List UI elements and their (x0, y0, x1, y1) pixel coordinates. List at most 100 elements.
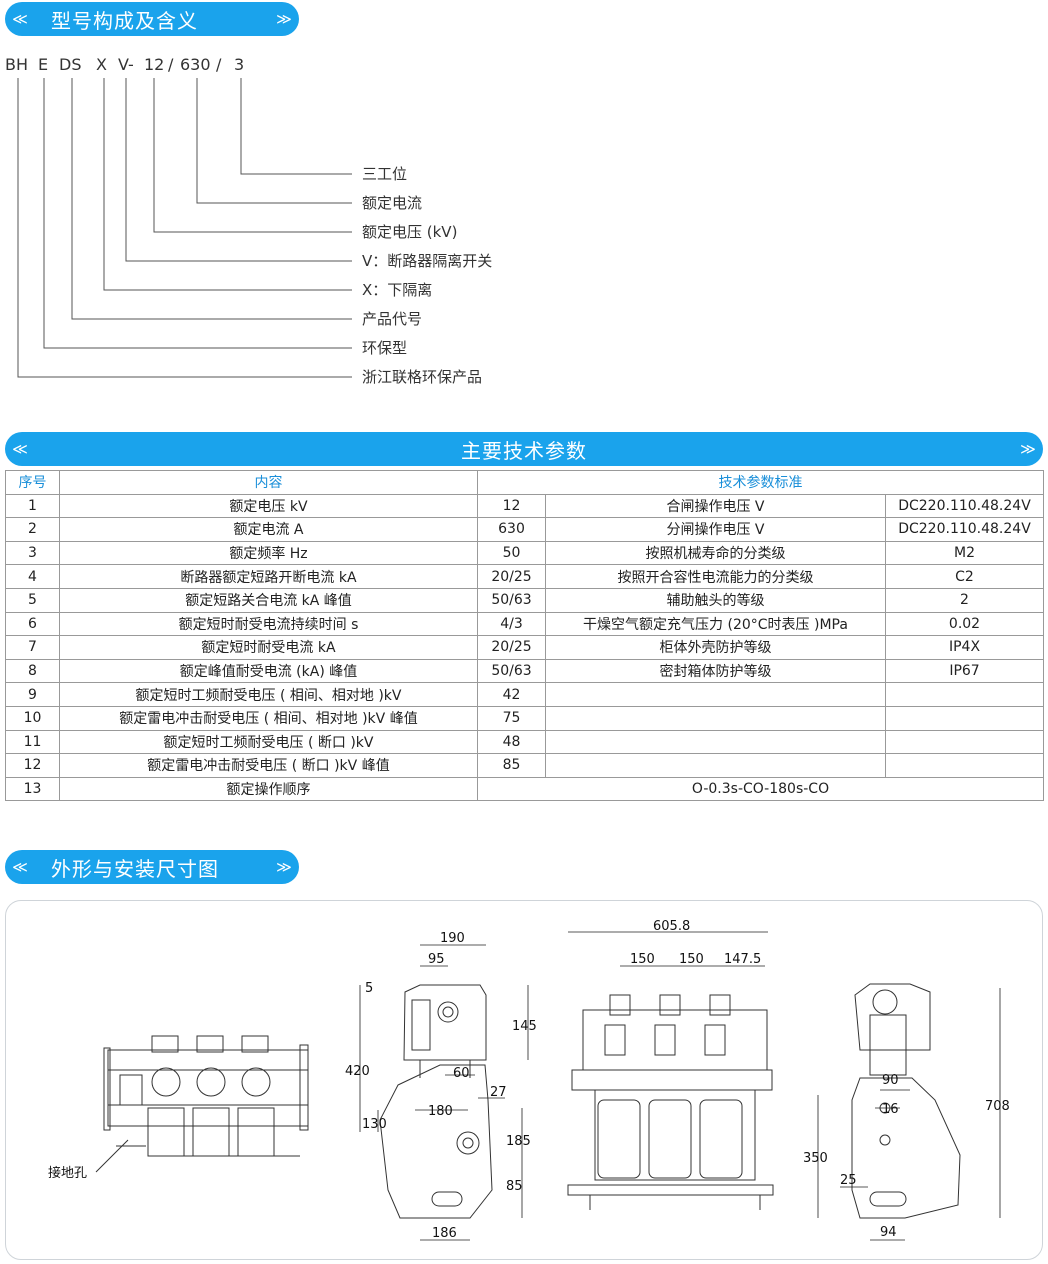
table-cell-value2 (884, 705, 1045, 731)
code-meaning: 环保型 (362, 339, 407, 357)
table-cell-value: 48 (477, 729, 546, 755)
chevron-left-icon: ≪ (12, 440, 28, 458)
table-cell-value2 (884, 682, 1045, 707)
table-cell-value: 75 (477, 705, 546, 731)
ground-hole-label: 接地孔 (48, 1165, 87, 1181)
dim-label: 16 (882, 1102, 899, 1117)
dim-label: 150 (630, 952, 655, 967)
table-cell-item2: 辅助触头的等级 (545, 587, 886, 613)
dim-label: 27 (490, 1085, 507, 1100)
chevron-left-icon: ≪ (12, 858, 28, 876)
section-title: 外形与安装尺寸图 (51, 856, 219, 881)
section-header-model: ≪ 型号构成及含义 ≫ (5, 2, 299, 36)
table-cell-item2: 密封箱体防护等级 (545, 658, 886, 684)
code-part: 630 (180, 55, 211, 74)
table-cell-item2: 合闸操作电压 V (545, 493, 886, 519)
table-cell-value2 (884, 729, 1045, 755)
header-content: 内容 (59, 470, 478, 495)
table-cell-item2 (545, 753, 886, 778)
table-cell-value: O-0.3s-CO-180s-CO (476, 776, 1045, 802)
table-cell-value: 4/3 (477, 611, 546, 637)
table-cell-item2: 干燥空气额定充气压力 (20°C时表压 )MPa (545, 611, 886, 637)
table-cell-value2: 2 (884, 587, 1045, 613)
table-cell-no: 2 (5, 517, 60, 542)
section-title: 主要技术参数 (461, 438, 587, 463)
table-cell-item: 额定操作顺序 (59, 776, 478, 802)
section-header-params: ≪ 主要技术参数 ≫ (5, 432, 1043, 466)
table-cell-no: 12 (5, 753, 60, 778)
dim-label: 350 (803, 1151, 828, 1166)
side-view (379, 984, 493, 1219)
code-part: 12 (144, 55, 164, 74)
table-cell-value: 85 (477, 753, 546, 778)
code-part: / (216, 55, 222, 74)
section-header-dimensions: ≪ 外形与安装尺寸图 ≫ (5, 850, 299, 884)
table-cell-value: 42 (477, 682, 546, 707)
code-part: V- (118, 55, 134, 74)
table-cell-no: 1 (5, 493, 60, 519)
chevron-left-icon: ≪ (12, 10, 28, 28)
table-cell-item: 额定短路关合电流 kA 峰值 (59, 587, 478, 613)
dim-label: 95 (428, 952, 445, 967)
perspective-view (95, 1035, 309, 1173)
table-cell-item: 额定雷电冲击耐受电压 ( 相间、相对地 )kV 峰值 (59, 705, 478, 731)
table-cell-item2 (545, 705, 886, 731)
table-cell-value2: M2 (884, 540, 1045, 566)
header-standard: 技术参数标准 (476, 470, 1045, 495)
table-cell-no: 11 (5, 729, 60, 755)
table-cell-value2: C2 (884, 564, 1045, 589)
table-cell-item: 断路器额定短路开断电流 kA (59, 564, 478, 589)
table-cell-no: 3 (5, 540, 60, 566)
code-part: / (168, 55, 174, 74)
table-cell-value2: IP4X (884, 635, 1045, 660)
table-cell-item: 额定雷电冲击耐受电压 ( 断口 )kV 峰值 (59, 753, 478, 778)
dim-label: 5 (365, 981, 373, 996)
table-cell-no: 5 (5, 587, 60, 613)
dim-label: 130 (362, 1117, 387, 1132)
table-cell-item2 (545, 682, 886, 707)
code-meaning: V：断路器隔离开关 (362, 252, 492, 270)
table-cell-no: 10 (5, 705, 60, 731)
dim-label: 190 (440, 931, 465, 946)
table-cell-item: 额定短时耐受电流 kA (59, 635, 478, 660)
dim-label: 90 (882, 1073, 899, 1088)
table-cell-value2 (884, 753, 1045, 778)
table-cell-item: 额定短时工频耐受电压 ( 相间、相对地 )kV (59, 682, 478, 707)
table-header-row: 序号 内容 技术参数标准 (5, 470, 1045, 495)
table-cell-no: 4 (5, 564, 60, 589)
table-cell-item: 额定电流 A (59, 517, 478, 542)
dim-label: 180 (428, 1104, 453, 1119)
table-cell-item2: 按照机械寿命的分类级 (545, 540, 886, 566)
table-cell-item2: 柜体外壳防护等级 (545, 635, 886, 660)
table-cell-value: 20/25 (477, 635, 546, 660)
code-meaning: 浙江联格环保产品 (362, 368, 482, 386)
code-meaning: 产品代号 (362, 310, 422, 328)
table-cell-value: 50 (477, 540, 546, 566)
table-cell-value2: DC220.110.48.24V (884, 517, 1045, 542)
dim-label: 150 (679, 952, 704, 967)
dim-label: 147.5 (724, 952, 761, 967)
table-cell-value: 630 (477, 517, 546, 542)
chevron-right-icon: ≫ (1020, 440, 1036, 458)
code-part: DS (59, 55, 81, 74)
table-cell-value2: 0.02 (884, 611, 1045, 637)
dim-label: 186 (432, 1226, 457, 1241)
table-cell-no: 8 (5, 658, 60, 684)
table-cell-value2: DC220.110.48.24V (884, 493, 1045, 519)
dimension-drawings: 接地孔 190 95 5 145 420 60 27 180 130 185 8… (48, 919, 1010, 1241)
table-cell-value: 20/25 (477, 564, 546, 589)
code-part: BH (5, 55, 28, 74)
front-view (567, 994, 774, 1210)
